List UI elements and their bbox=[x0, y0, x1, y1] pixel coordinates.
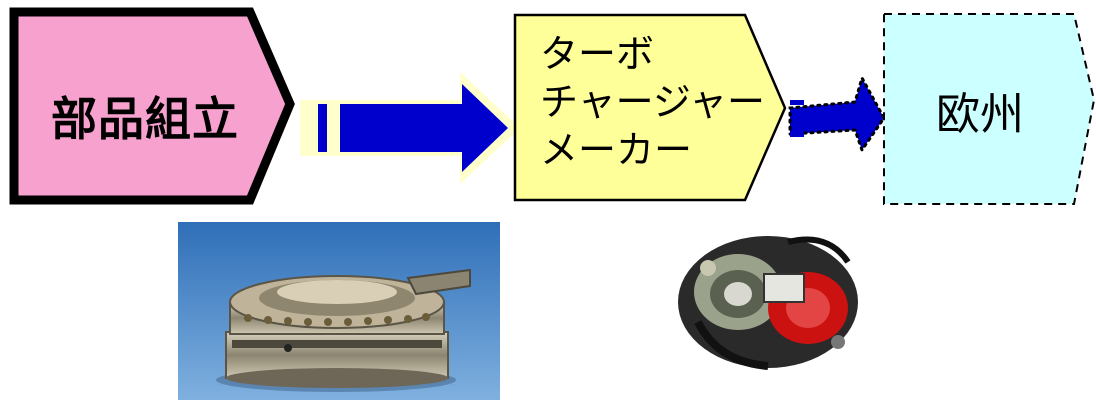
maker-line-2: チャージャー bbox=[540, 80, 765, 124]
flow-arrow-2 bbox=[788, 74, 886, 154]
step-box-assembly bbox=[9, 7, 295, 205]
step-label-assembly: 部品組立 bbox=[51, 92, 239, 146]
part-photo bbox=[178, 222, 500, 400]
maker-line-1: ターボ bbox=[540, 32, 655, 76]
step-label-europe: 欧州 bbox=[936, 89, 1024, 140]
flow-arrow-1 bbox=[340, 84, 508, 172]
arrow-tail-marks bbox=[790, 100, 804, 137]
step-label-maker: ターボ チャージャー メーカー bbox=[540, 30, 780, 190]
arrow-tail-stripe bbox=[318, 104, 327, 152]
step-box-europe bbox=[883, 13, 1096, 205]
step-box-maker bbox=[513, 13, 787, 202]
turbo-photo bbox=[678, 236, 858, 370]
maker-line-3: メーカー bbox=[540, 128, 693, 172]
